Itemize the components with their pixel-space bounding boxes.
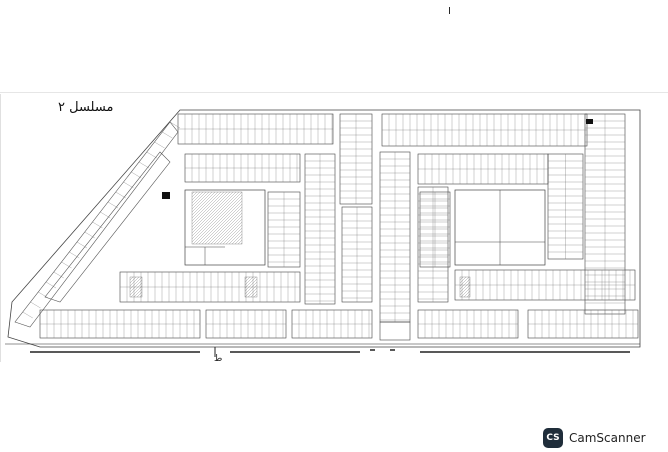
camscanner-watermark: CS CamScanner [543, 428, 646, 448]
diagonal-block-outer [14, 121, 179, 328]
map-title: مسلسل ٢ [58, 100, 114, 115]
camscanner-label: CamScanner [569, 431, 646, 445]
subdivision-map [0, 92, 668, 372]
marked-plot [162, 192, 170, 199]
road-mark: ط [214, 354, 223, 364]
main-road [5, 343, 640, 357]
camscanner-logo-icon: CS [543, 428, 563, 448]
site-boundary [7, 109, 641, 348]
top-mark: I [448, 6, 451, 17]
block-bottom-4 [379, 321, 411, 341]
hatch-areas [129, 191, 471, 298]
diagonal-block-inner [44, 151, 171, 303]
marked-plot-right [586, 119, 593, 124]
plot-dividers [22, 114, 638, 338]
open-space-left [184, 189, 266, 266]
map-drawing [0, 92, 668, 362]
